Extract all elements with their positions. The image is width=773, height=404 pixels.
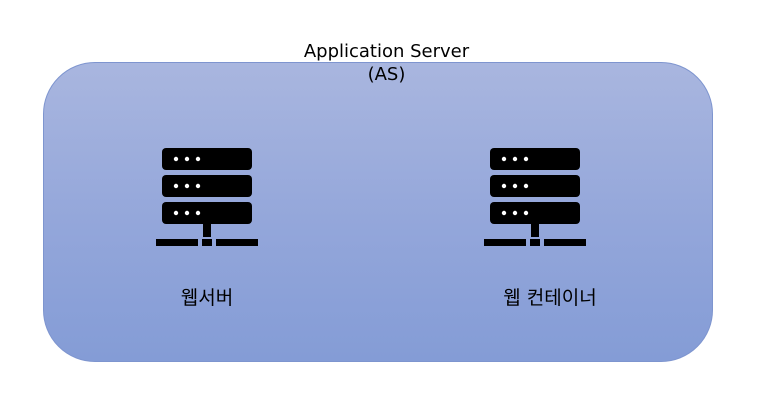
application-server-box — [43, 62, 713, 362]
web-container-icon — [484, 148, 586, 246]
web-server-label: 웹서버 — [180, 287, 234, 309]
title-line-1: Application Server — [303, 41, 470, 62]
title-line-2: (AS) — [367, 64, 406, 85]
web-container-label: 웹 컨테이너 — [503, 287, 597, 309]
web-server-icon — [156, 148, 258, 246]
diagram-title: Application Server (AS) — [0, 40, 773, 86]
